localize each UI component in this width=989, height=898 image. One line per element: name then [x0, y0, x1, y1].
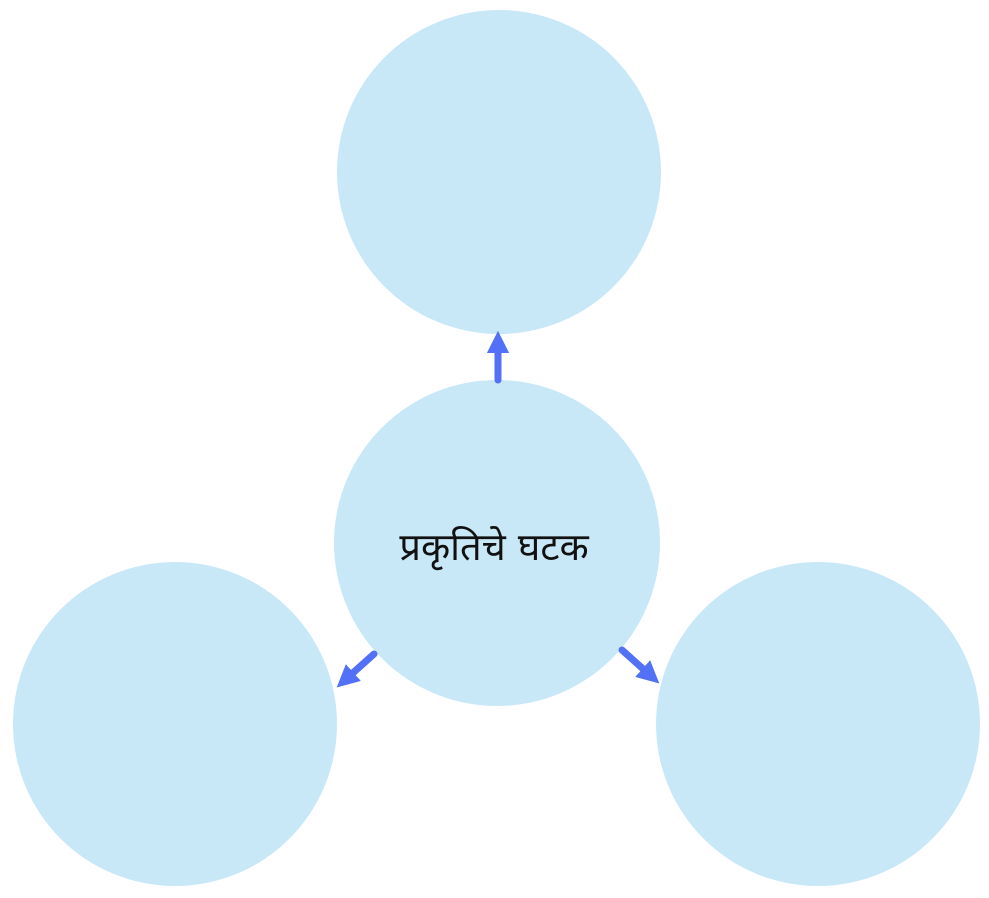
bottom-left-node-circle [13, 562, 337, 886]
bottom-right-node-circle [656, 562, 980, 886]
center-node-label: प्रकृतिचे घटक [399, 525, 589, 571]
center-node-circle [334, 380, 660, 706]
top-node-circle [337, 10, 661, 334]
arrow-to-bottom-right-node [618, 646, 660, 684]
arrow-to-bottom-left-node [336, 650, 378, 688]
